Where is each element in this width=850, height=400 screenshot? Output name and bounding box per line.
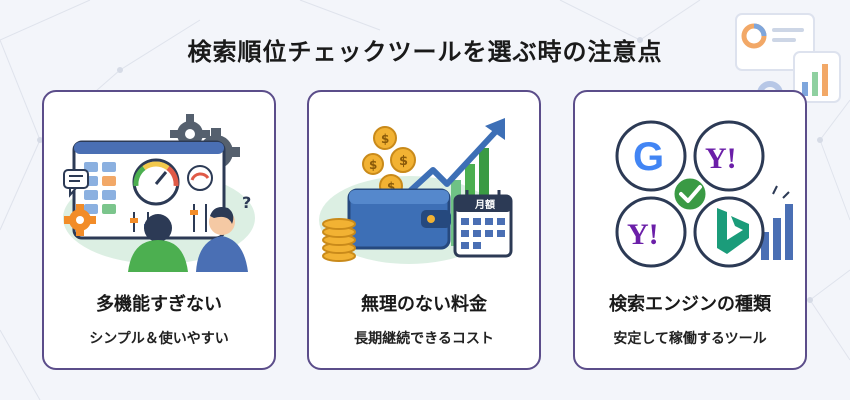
card-subtitle: 長期継続できるコスト — [354, 331, 494, 347]
coin-icon: $ $ $ $ — [362, 126, 416, 198]
wallet-cost-illustration: $ $ $ $ — [319, 118, 513, 264]
yahoo-logo-icon: Y! — [705, 142, 737, 175]
card-title: 多機能すぎない — [96, 294, 222, 315]
card-title: 検索エンジンの種類 — [609, 294, 771, 315]
svg-text:$: $ — [369, 158, 377, 172]
svg-text:$: $ — [399, 154, 408, 169]
gear-icon — [64, 204, 96, 236]
yahoo-logo-icon: Y! — [627, 218, 659, 251]
wallet-icon — [347, 188, 451, 250]
card-subtitle: 安定して稼働するツール — [613, 331, 767, 347]
svg-text:$: $ — [381, 132, 389, 146]
search-engines-illustration: G Y! Y! — [615, 120, 793, 268]
svg-text:$: $ — [387, 180, 395, 194]
calendar-icon — [453, 190, 513, 258]
card-search-engines: G Y! Y! 検索エンジンの種類 安定して稼働するツール — [573, 90, 807, 370]
card-title: 無理のない料金 — [361, 294, 487, 315]
bing-logo-icon — [717, 208, 749, 254]
google-logo-icon: G — [633, 135, 664, 179]
calendar-label: 月額 — [474, 198, 495, 211]
card-simple-features: ? 多機能すぎない シンプル＆使いやすい — [42, 90, 276, 370]
dashboard-analysis-illustration: ? — [63, 114, 255, 272]
page-title: 検索順位チェックツールを選ぶ時の注意点 — [187, 38, 663, 66]
check-icon — [679, 185, 702, 203]
card-reasonable-price: $ $ $ $ — [307, 90, 541, 370]
card-subtitle: シンプル＆使いやすい — [89, 331, 229, 347]
svg-text:?: ? — [242, 193, 251, 212]
